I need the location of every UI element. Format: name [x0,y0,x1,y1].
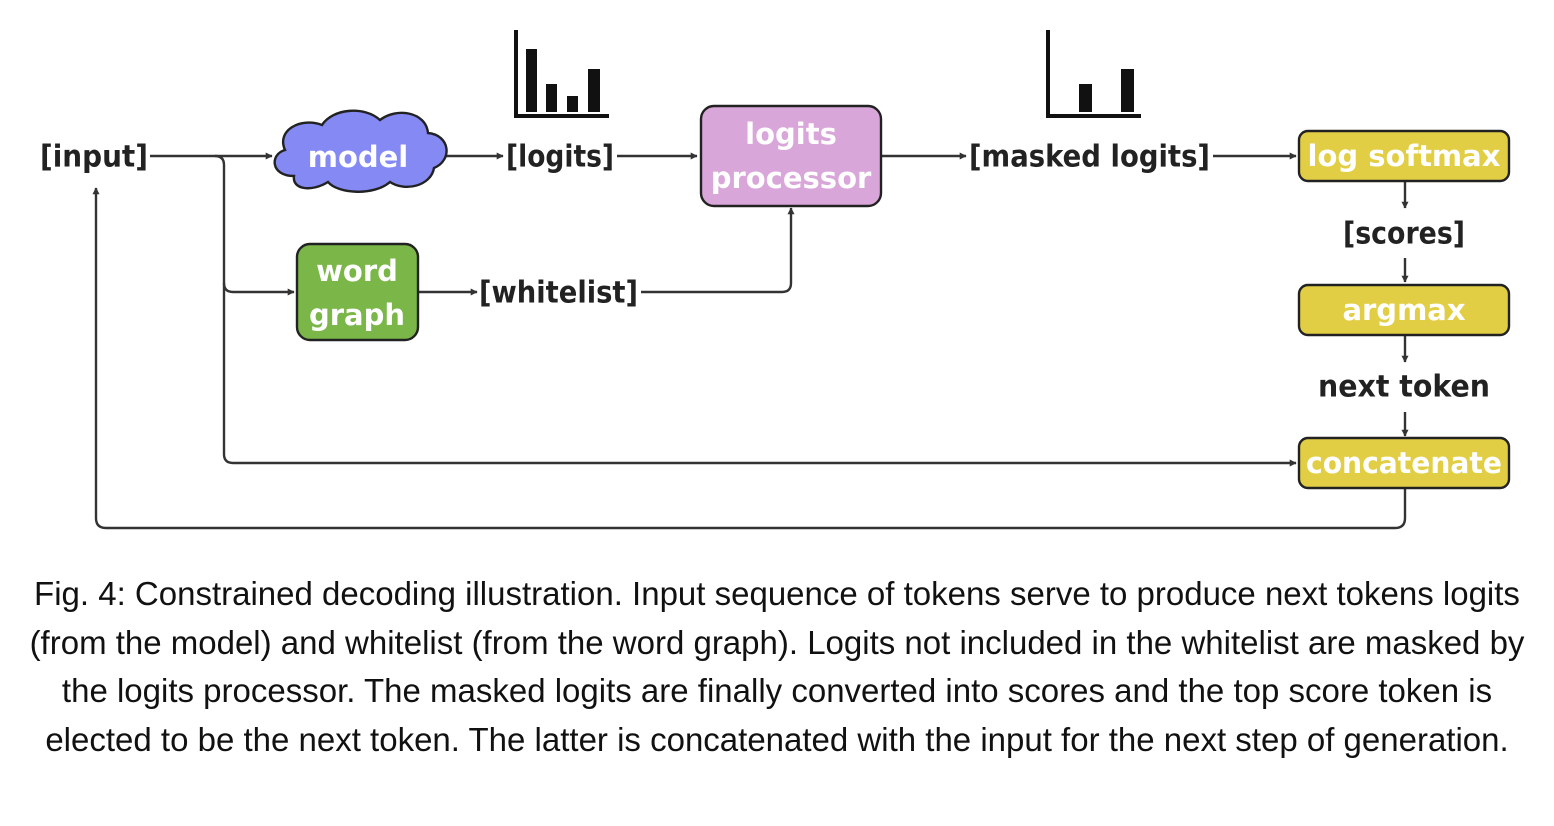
edges [92,152,1409,530]
concatenate-label: concatenate [1306,446,1502,480]
word-graph-label-line2: graph [309,298,405,332]
logits-label: [logits] [506,140,614,175]
logits-processor-label-line2: processor [711,161,872,195]
log-softmax-node: log softmax [1297,129,1511,183]
scores-label: [scores] [1343,217,1465,252]
model-label: model [308,140,409,174]
log-softmax-label: log softmax [1308,139,1501,173]
figure-caption: Fig. 4: Constrained decoding illustratio… [29,575,1525,758]
next-token-label: next token [1318,370,1490,405]
input-label: [input] [40,140,148,175]
logits-processor-node: logits processor [699,104,883,208]
concatenate-node: concatenate [1297,436,1511,490]
edge-branch-to-word-graph [214,154,295,296]
masked-bar-chart-icon [1046,30,1141,118]
edge-branch-to-concatenate [222,283,1297,467]
argmax-node: argmax [1297,283,1511,337]
bar-chart-icon [514,30,609,118]
edge-whitelist-to-processor [641,207,795,294]
logits-processor-label-line1: logits [745,117,837,151]
masked-logits-label: [masked logits] [969,140,1210,175]
whitelist-label: [whitelist] [479,276,638,311]
cloud-shape [273,109,448,193]
word-graph-node: word graph [295,242,420,342]
argmax-label: argmax [1342,293,1465,327]
edge-concatenate-back-to-input [92,187,1407,530]
decoding-diagram: model word graph logits processor log so… [40,30,1511,530]
word-graph-label-line1: word [316,254,398,288]
model-node: model [273,109,448,193]
